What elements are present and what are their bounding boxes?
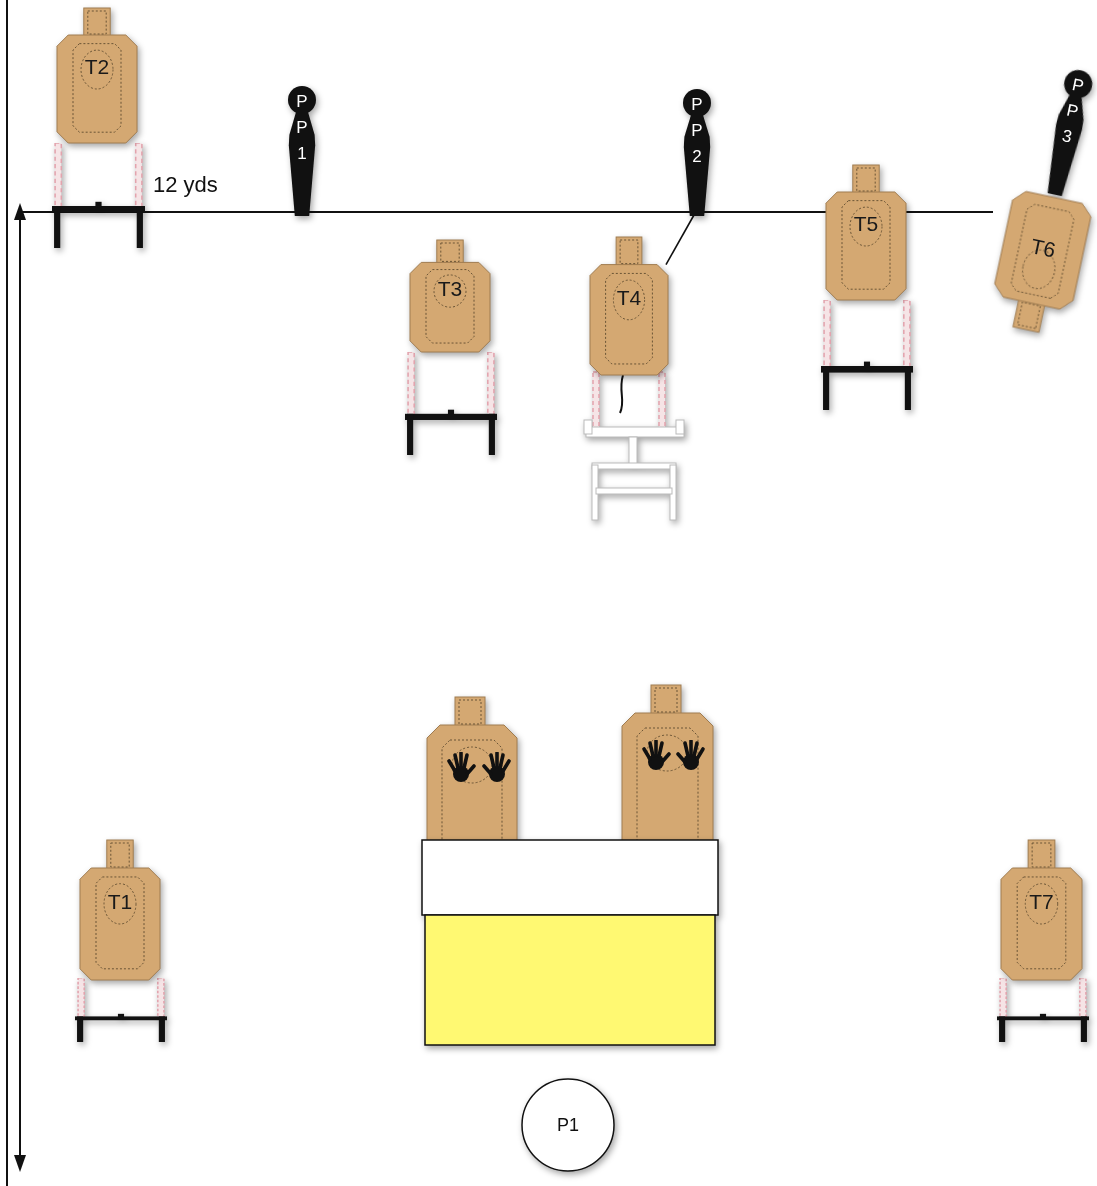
paper-target: T6 <box>987 189 1093 338</box>
shooter-position: P1 <box>521 1078 615 1172</box>
border-line <box>6 0 8 1186</box>
activation-cable <box>666 215 694 265</box>
no-shoot-target <box>427 697 517 843</box>
popper-target: P P 3 <box>1040 66 1096 197</box>
target-label: T2 <box>57 55 137 79</box>
barricade-table <box>422 840 718 1045</box>
popper-target: P P 2 <box>682 88 712 216</box>
paper-target: T7 <box>1001 840 1082 980</box>
mover-cable <box>620 375 623 413</box>
paper-target: T5 <box>826 165 906 300</box>
no-shoot-target <box>622 685 713 843</box>
paper-target: T2 <box>57 8 137 143</box>
target-label: T4 <box>590 286 668 310</box>
target-stand <box>52 143 1089 1042</box>
popper-label: P P 2 <box>690 92 704 170</box>
paper-target: T3 <box>410 240 490 352</box>
target-shape <box>987 189 1093 338</box>
target-label: T3 <box>410 277 490 301</box>
paper-target: T1 <box>80 840 160 980</box>
popper-label: P P 1 <box>295 89 309 167</box>
paper-target: T4 <box>590 237 668 375</box>
mover-stand <box>584 372 684 520</box>
distance-label: 12 yds <box>153 172 218 198</box>
target-label: T1 <box>80 890 160 914</box>
target-label: T5 <box>826 212 906 236</box>
position-label: P1 <box>521 1114 615 1136</box>
target-label: T7 <box>1001 890 1082 914</box>
popper-target: P P 1 <box>287 85 317 216</box>
distance-arrow <box>14 203 26 1172</box>
